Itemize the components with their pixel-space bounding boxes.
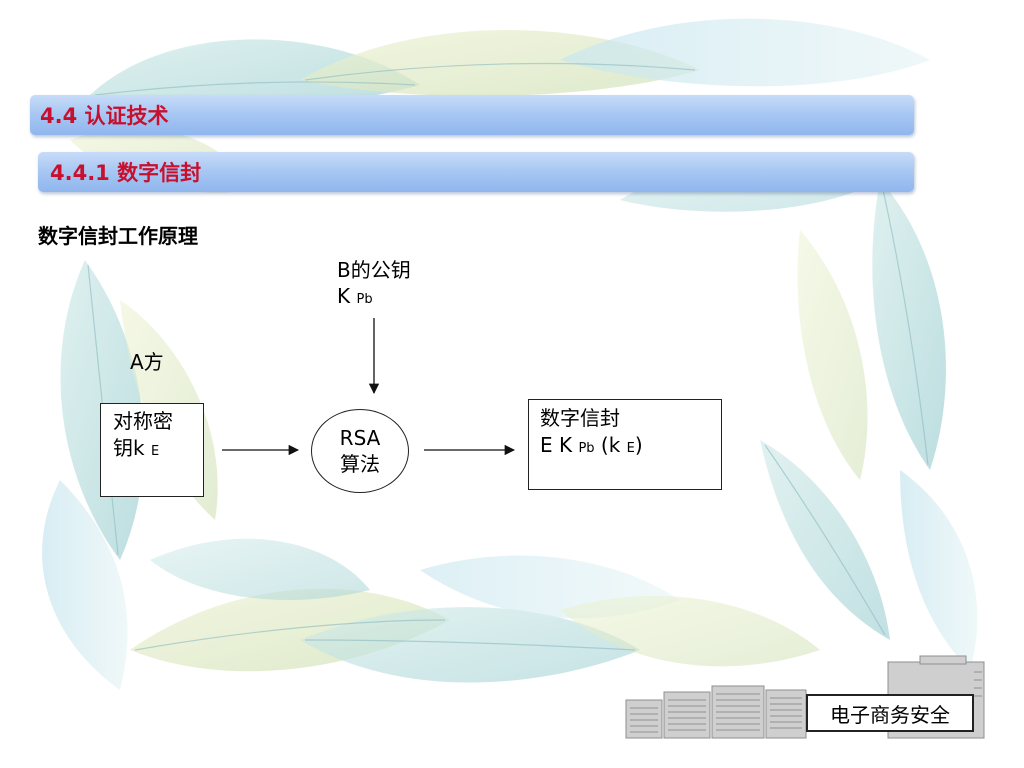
- slide-subtitle: 数字信封工作原理: [38, 224, 198, 248]
- public-key-symbol: K: [337, 284, 357, 308]
- envelope-formula-part1: E K: [540, 433, 579, 457]
- envelope-formula-part2: (k: [594, 433, 627, 457]
- subsection-title: 4.4.1 数字信封: [50, 161, 202, 185]
- rsa-algorithm-node: RSA 算法: [311, 409, 409, 493]
- symmetric-key-box: 对称密 钥k E: [100, 403, 204, 497]
- subsection-title-bar: 4.4.1 数字信封: [38, 152, 914, 192]
- sender-label: A方: [130, 350, 164, 374]
- envelope-formula-sub1: Pb: [578, 441, 595, 456]
- symmetric-key-line2: 钥k E: [113, 435, 173, 465]
- digital-envelope-box: 数字信封 E K Pb (k E): [528, 399, 722, 490]
- envelope-formula-part3: ): [634, 433, 643, 457]
- public-key-label-line2: K Pb: [337, 283, 411, 313]
- footer-badge: 电子商务安全: [806, 694, 974, 732]
- symmetric-key-text: 对称密 钥k E: [113, 408, 173, 465]
- public-key-label: B的公钥 K Pb: [337, 257, 411, 313]
- envelope-formula-sub2: E: [626, 441, 635, 456]
- section-title-bar: 4.4 认证技术: [30, 95, 914, 135]
- rsa-algorithm-line2: 算法: [340, 452, 380, 476]
- symmetric-key-symbol: 钥k: [113, 436, 151, 460]
- digital-envelope-text: 数字信封 E K Pb (k E): [540, 405, 643, 462]
- digital-envelope-formula: E K Pb (k E): [540, 432, 643, 462]
- rsa-algorithm-text: RSA 算法: [340, 425, 381, 477]
- symmetric-key-line1: 对称密: [113, 409, 173, 433]
- rsa-algorithm-line1: RSA: [339, 426, 381, 450]
- section-title: 4.4 认证技术: [40, 104, 169, 128]
- digital-envelope-line1: 数字信封: [540, 406, 620, 430]
- public-key-label-line1: B的公钥: [337, 258, 411, 282]
- public-key-subscript: Pb: [356, 292, 373, 307]
- symmetric-key-subscript: E: [150, 444, 160, 459]
